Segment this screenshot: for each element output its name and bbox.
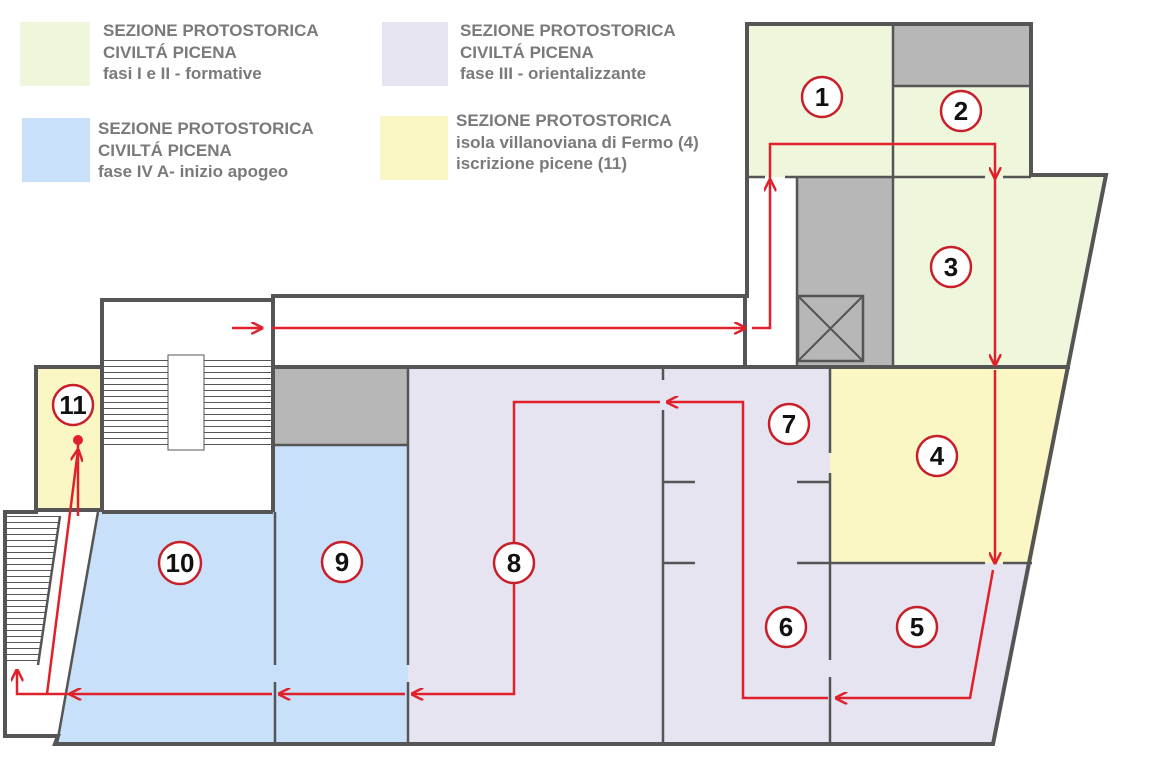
legend-swatch-phase-4a — [22, 118, 90, 182]
room-10-area — [57, 512, 275, 744]
room-number: 11 — [59, 390, 87, 420]
room-number: 5 — [910, 612, 924, 642]
route-room-1-to-3 — [768, 142, 995, 180]
staircase-small — [6, 516, 60, 665]
room-number: 9 — [335, 547, 349, 577]
room-label-3: 3 — [929, 245, 973, 289]
room-8-area — [408, 367, 663, 744]
route-end-dot — [73, 435, 83, 445]
room-number: 8 — [507, 548, 521, 578]
room-9-area — [275, 445, 408, 744]
room-label-11: 11 — [51, 383, 95, 427]
room-5-area — [830, 563, 1032, 744]
legend-swatch-phase-1-2 — [20, 22, 90, 86]
room-label-9: 9 — [320, 540, 364, 584]
room-number: 3 — [944, 252, 958, 282]
route-room-6-to-7 — [667, 402, 828, 700]
room-label-1: 1 — [800, 75, 844, 119]
staircase-well — [167, 354, 205, 451]
elevator-shaft — [797, 177, 893, 367]
interior-walls — [36, 24, 1032, 745]
staircase-main-right — [204, 355, 272, 450]
room-label-4: 4 — [915, 434, 959, 478]
room-number: 2 — [954, 96, 968, 126]
room-number: 7 — [782, 409, 796, 439]
legend-text-phase-3: SEZIONE PROTOSTORICA CIVILTÁ PICENA fase… — [460, 21, 680, 83]
room-number: 10 — [166, 548, 195, 578]
service-area-left — [275, 367, 408, 445]
room-number: 6 — [779, 612, 793, 642]
legend-text-phase-1-2: SEZIONE PROTOSTORICA CIVILTÁ PICENA fasi… — [103, 21, 323, 83]
room-labels: 1 2 3 4 5 6 7 8 — [51, 75, 983, 649]
room-number: 1 — [815, 82, 829, 112]
room-label-6: 6 — [764, 605, 808, 649]
legend-text-yellow: SEZIONE PROTOSTORICA isola villanoviana … — [456, 111, 704, 173]
route-stairs-up — [45, 450, 78, 695]
room-label-2: 2 — [939, 89, 983, 133]
route-room-5-to-6 — [836, 569, 995, 698]
route-stairs-down — [17, 670, 70, 696]
route-up-to-room-1 — [752, 180, 770, 330]
room-number: 4 — [930, 441, 945, 471]
room-3-area — [893, 177, 1105, 367]
room-label-7: 7 — [767, 402, 811, 446]
legend-text-phase-4a: SEZIONE PROTOSTORICA CIVILTÁ PICENA fase… — [98, 119, 318, 181]
room-label-8: 8 — [492, 541, 536, 585]
legend-swatch-yellow — [380, 116, 448, 180]
legend: SEZIONE PROTOSTORICA CIVILTÁ PICENA fasi… — [20, 21, 704, 182]
staircases — [6, 354, 272, 665]
room-label-5: 5 — [895, 605, 939, 649]
tour-route — [17, 142, 995, 700]
staircase-main — [104, 355, 168, 450]
legend-swatch-phase-3 — [382, 22, 448, 86]
service-area-top — [893, 26, 1030, 86]
room-label-10: 10 — [157, 540, 203, 586]
walls — [3, 22, 1109, 746]
